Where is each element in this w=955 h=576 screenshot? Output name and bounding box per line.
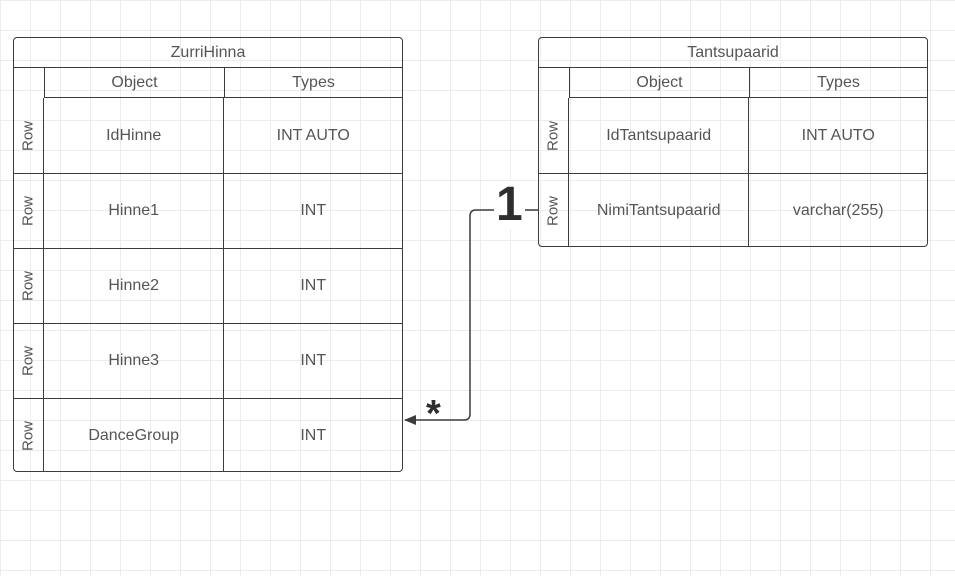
- table-row[interactable]: Row Hinne1 INT: [14, 173, 402, 248]
- table-tantsupaarid[interactable]: Tantsupaarid Object Types Row IdTantsupa…: [538, 37, 928, 247]
- table-row[interactable]: Row Hinne3 INT: [14, 323, 402, 398]
- cardinality-one-label: 1: [494, 178, 525, 231]
- object-cell: IdHinne: [106, 126, 162, 144]
- row-label: Row: [19, 345, 37, 377]
- table-row[interactable]: Row IdHinne INT AUTO: [14, 98, 402, 173]
- object-cell: Hinne1: [108, 202, 160, 219]
- type-cell: INT: [223, 174, 402, 248]
- table-title: ZurriHinna: [14, 38, 402, 68]
- table-row[interactable]: Row NimiTantsupaarid varchar(255): [539, 173, 927, 247]
- type-cell: INT: [223, 399, 402, 472]
- relationship-line: [404, 209, 538, 425]
- table-title: Tantsupaarid: [539, 38, 927, 68]
- column-header-row: Object Types: [44, 68, 402, 98]
- object-cell: Hinne2: [108, 277, 160, 294]
- column-header-row: Object Types: [569, 68, 927, 98]
- row-label: Row: [19, 270, 37, 302]
- type-cell: INT AUTO: [748, 98, 927, 173]
- column-header-types: Types: [749, 68, 927, 97]
- row-label: Row: [19, 120, 37, 151]
- table-row[interactable]: Row DanceGroup INT: [14, 398, 402, 472]
- column-header-types: Types: [224, 68, 402, 97]
- table-row[interactable]: Row Hinne2 INT: [14, 248, 402, 323]
- type-cell: INT: [223, 249, 402, 323]
- type-cell: INT AUTO: [223, 98, 402, 173]
- table-row[interactable]: Row IdTantsupaarid INT AUTO: [539, 98, 927, 173]
- object-cell: Hinne3: [108, 352, 160, 369]
- type-cell: varchar(255): [748, 174, 927, 247]
- column-header-object: Object: [111, 73, 158, 91]
- table-zurrihinna[interactable]: ZurriHinna Object Types Row IdHinne INT …: [13, 37, 403, 472]
- row-label: Row: [19, 195, 37, 227]
- row-label: Row: [544, 120, 562, 151]
- column-header-object: Object: [636, 73, 683, 91]
- type-cell: INT: [223, 324, 402, 398]
- object-cell: IdTantsupaarid: [606, 126, 712, 144]
- cardinality-many-label: *: [426, 393, 441, 435]
- row-label: Row: [19, 420, 37, 451]
- object-cell: NimiTantsupaarid: [596, 201, 721, 219]
- object-cell: DanceGroup: [88, 426, 180, 444]
- row-label: Row: [544, 195, 562, 226]
